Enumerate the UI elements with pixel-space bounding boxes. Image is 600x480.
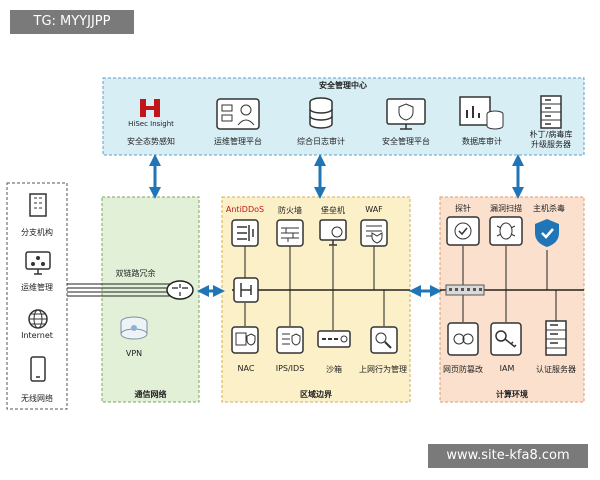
hisec-logo-icon [140,99,160,117]
left-item-label: 运维管理 [21,283,53,292]
center-item-label: 运维管理平台 [214,137,262,146]
nac-icon [231,326,259,354]
compute-bottom-label: 认证服务器 [536,365,576,374]
region-bottom-label: 沙箱 [326,365,342,374]
antiddos-icon [231,219,259,247]
sandbox-icon [317,330,351,348]
compute-top-label: 探针 [455,204,471,213]
region-boundary-title: 区域边界 [300,390,332,399]
internet-behavior-icon [370,326,398,354]
waf-icon [360,219,388,247]
compute-top-label: 漏洞扫描 [490,204,522,213]
watermark-top: TG: MYYJJPP [10,10,134,34]
bastion-host-icon [319,219,347,246]
probe-icon [446,216,480,246]
center-item-label: 数据库审计 [462,137,502,146]
vpn-icon [120,316,148,340]
security-center-title: 安全管理中心 [319,81,367,90]
comm-network-title: 通信网络 [134,390,167,399]
server-rack-icon [540,95,562,129]
region-top-label: 防火墙 [278,206,302,215]
comm-network-panel [101,196,200,403]
database-icon [309,97,333,129]
mobile-phone-icon [30,356,46,382]
region-bottom-label: 上网行为管理 [359,365,407,374]
left-item-label: Internet [21,331,53,340]
compute-bottom-label: IAM [499,364,515,373]
firewall-icon [276,219,304,247]
iam-key-icon [490,322,522,356]
building-icon [29,193,47,217]
monitor-network-icon [25,251,51,275]
ops-platform-icon [216,98,260,130]
watermark-bottom: www.site-kfa8.com [428,444,588,468]
security-platform-icon [386,98,426,130]
compute-bottom-label: 网页防篡改 [443,365,483,374]
hisec-logo-text: HiSec Insight [128,120,174,128]
region-top-label: WAF [365,205,383,214]
router-icon [166,280,194,300]
compute-env-title: 计算环境 [496,390,528,399]
vuln-scan-icon [489,216,523,246]
left-item-label: 分支机构 [21,228,53,237]
left-item-label: 无线网络 [21,394,53,403]
redundancy-label: 双链路冗余 [115,269,156,278]
center-item-label: 朴丁/病毒库 升级服务器 [529,130,573,149]
core-switch-icon [233,277,259,303]
auth-server-icon [545,320,567,356]
web-tamper-icon [447,322,479,356]
security-center-panel [102,77,585,156]
region-top-label: 堡垒机 [321,206,345,215]
region-bottom-label: NAC [237,364,255,373]
ips-ids-icon [276,326,304,354]
vpn-label: VPN [125,349,143,358]
compute-top-label: 主机杀毒 [533,204,565,213]
region-bottom-label: IPS/IDS [275,364,305,373]
switch-icon [445,284,485,296]
center-item-label: 安全态势感知 [127,137,175,146]
center-item-label: 安全管理平台 [382,137,430,146]
db-audit-icon [459,96,504,130]
globe-icon [28,309,48,329]
region-top-label: AntiDDoS [225,205,265,214]
antivirus-shield-icon [535,219,559,247]
center-item-label: 综合日志审计 [297,137,345,146]
